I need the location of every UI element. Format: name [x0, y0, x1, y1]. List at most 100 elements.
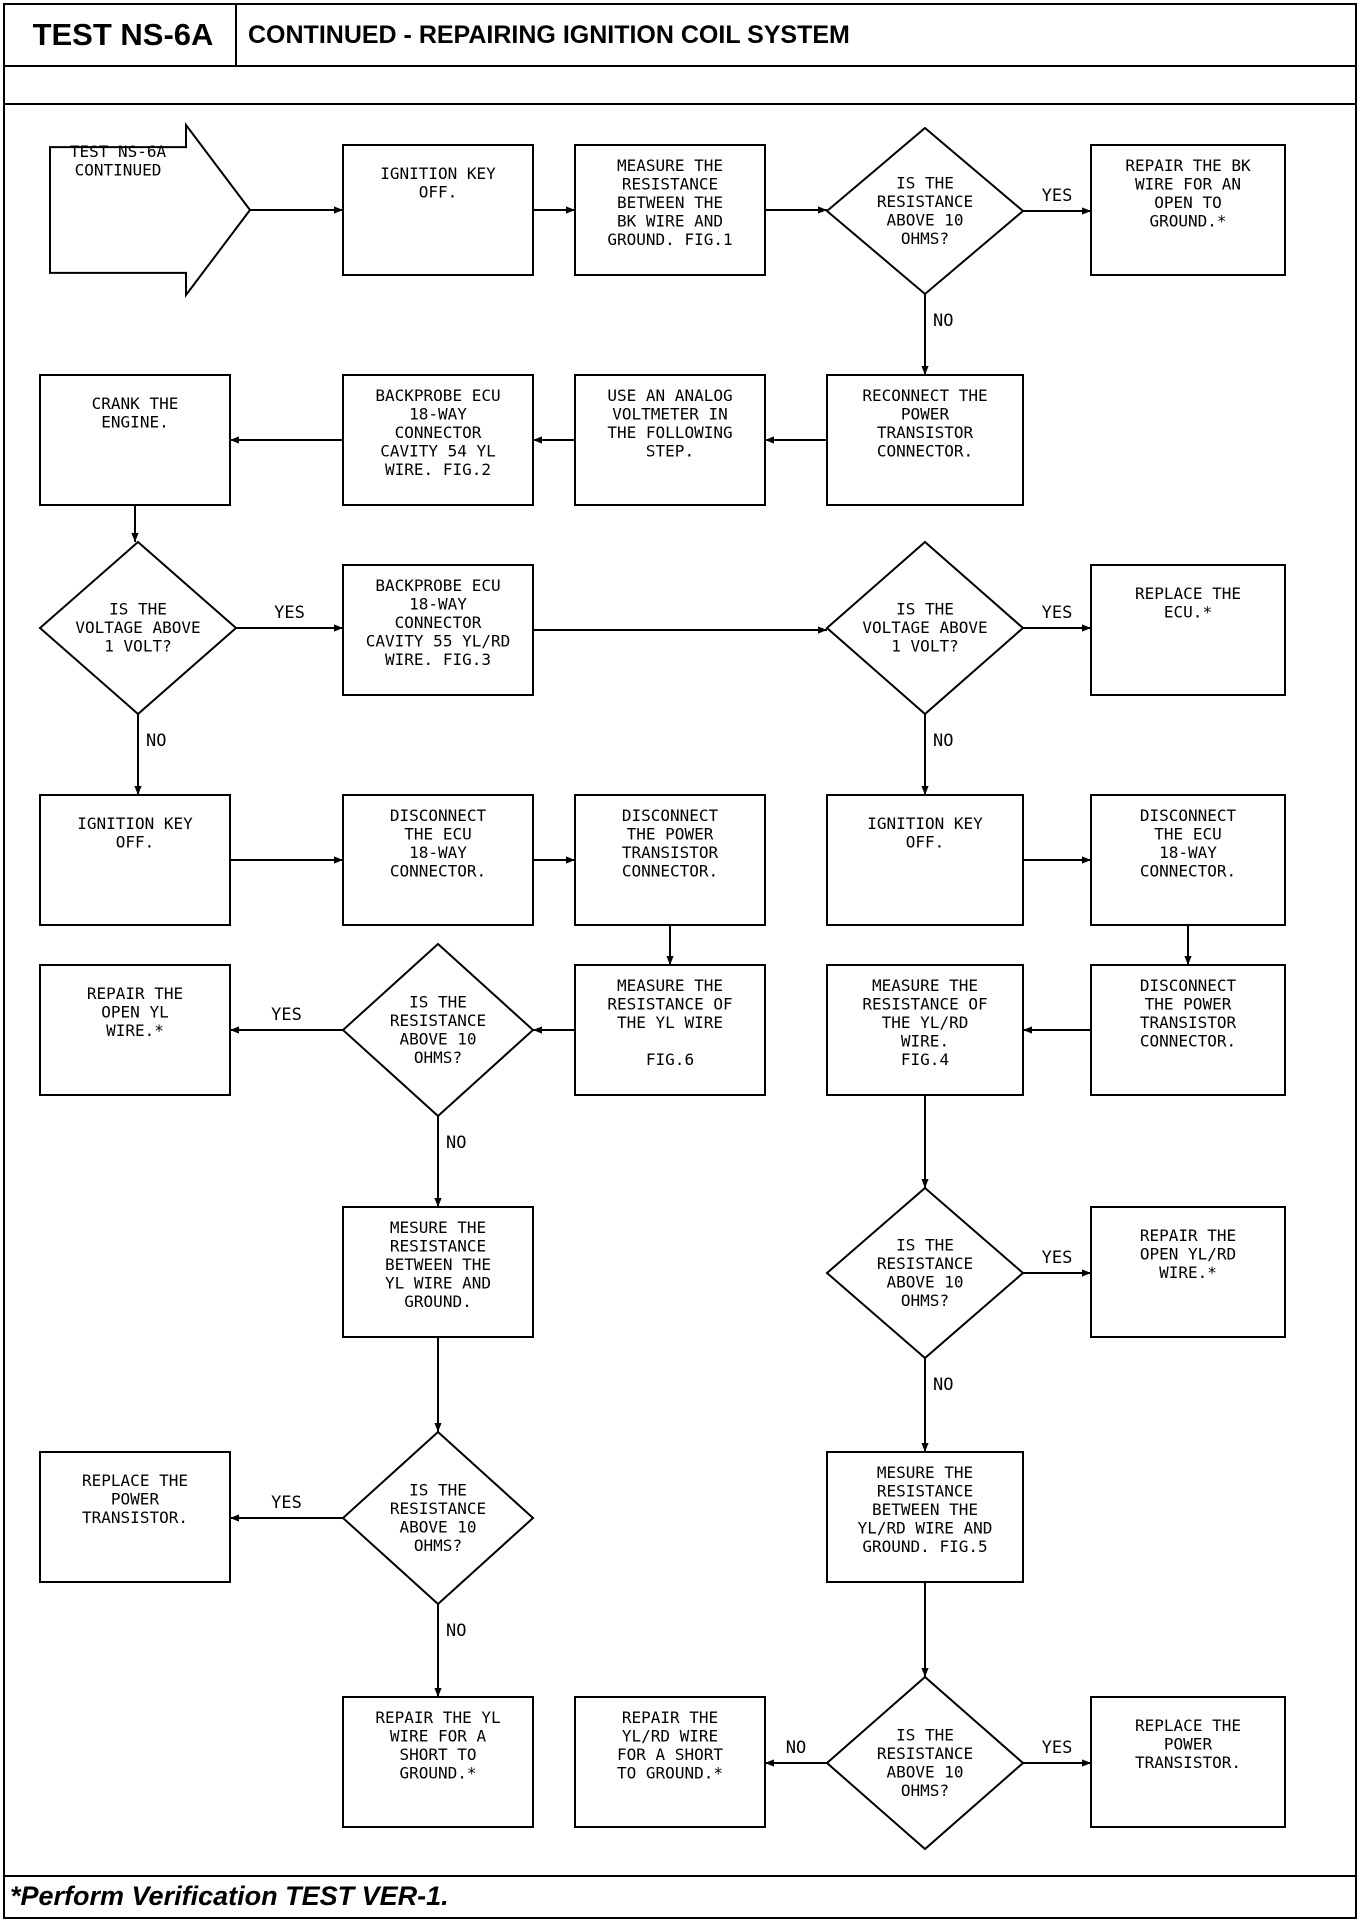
node-text-line: THE POWER: [627, 825, 714, 844]
node-text-line: CAVITY 54 YL: [380, 442, 496, 461]
node-text-line: TRANSISTOR.: [1135, 1753, 1241, 1772]
decision-diamond: [341, 942, 535, 1118]
node-text-line: OHMS?: [901, 229, 949, 248]
node-text-line: RESISTANCE OF: [607, 995, 732, 1014]
node-text-line: POWER: [111, 1490, 160, 1509]
node-text-line: BETWEEN THE: [385, 1255, 491, 1274]
edge-dec-bk-res-to-repair-bk: YES: [1023, 186, 1091, 215]
node-text-line: THE POWER: [1145, 995, 1232, 1014]
decision-diamond: [38, 540, 238, 716]
node-text-line: 18-WAY: [1159, 843, 1217, 862]
edge-label: YES: [1042, 1248, 1073, 1268]
node-text-line: ABOVE 10: [886, 210, 963, 229]
node-text-line: ECU.*: [1164, 603, 1212, 622]
process-box: [342, 1206, 534, 1338]
node-text-line: RESISTANCE: [877, 1744, 973, 1763]
node-text-line: OFF.: [906, 833, 945, 852]
process-box: [1090, 1206, 1286, 1338]
node-text-line: VOLTAGE ABOVE: [862, 618, 987, 637]
node-text-line: IGNITION KEY: [867, 814, 983, 833]
node-text-line: 18-WAY: [409, 405, 467, 424]
process-box: [39, 964, 231, 1096]
node-text-line: VOLTAGE ABOVE: [75, 618, 200, 637]
process-box: [826, 374, 1024, 506]
node-text-line: THE ECU: [404, 825, 471, 844]
process-box: [826, 964, 1024, 1096]
edge-dec-volt-2-to-key-off-3: NO: [921, 714, 953, 795]
node-text-line: CONNECTOR.: [390, 862, 486, 881]
node-text-line: MEASURE THE: [617, 156, 723, 175]
node-text-line: RESISTANCE: [390, 1237, 486, 1256]
node-text-line: ABOVE 10: [399, 1517, 476, 1536]
node-text-line: USE AN ANALOG: [607, 386, 732, 405]
node-text-line: IGNITION KEY: [380, 164, 496, 183]
node-text-line: RECONNECT THE: [862, 386, 987, 405]
node-text-line: CAVITY 55 YL/RD: [366, 632, 511, 651]
node-text-line: IS THE: [896, 600, 954, 619]
node-text-line: TRANSISTOR: [1140, 1013, 1237, 1032]
node-text-line: FIG.6: [646, 1050, 694, 1069]
node-text-line: CONTINUED: [75, 161, 162, 180]
node-text-line: TO GROUND.*: [617, 1764, 723, 1783]
node-text-line: WIRE FOR A: [390, 1727, 487, 1746]
edge-label: YES: [274, 603, 305, 623]
node-text-line: OHMS?: [901, 1781, 949, 1800]
node-text-line: IS THE: [409, 1480, 467, 1499]
process-box: [342, 1696, 534, 1828]
page-frame: [3, 3, 1357, 1919]
edge-label: YES: [271, 1493, 302, 1513]
node-text-line: TRANSISTOR.: [82, 1508, 188, 1527]
process-box: [39, 374, 231, 506]
node-text-line: RESISTANCE: [390, 1011, 486, 1030]
edge-dec-yl-open-to-repair-open-yl: YES: [230, 1005, 343, 1034]
node-text-line: RESISTANCE: [877, 192, 973, 211]
node-text-line: IS THE: [896, 1725, 954, 1744]
node-text-line: 18-WAY: [409, 595, 467, 614]
process-box: [574, 144, 766, 276]
edge-label: NO: [446, 1621, 466, 1641]
node-text-line: THE FOLLOWING: [607, 423, 732, 442]
decision-diamond: [825, 126, 1025, 296]
node-text-line: ABOVE 10: [886, 1272, 963, 1291]
node-text-line: WIRE. FIG.3: [385, 650, 491, 669]
node-text-line: WIRE.: [901, 1032, 949, 1051]
node-text-line: REPAIR THE: [622, 1708, 718, 1727]
node-text-line: ABOVE 10: [399, 1029, 476, 1048]
node-text-line: OFF.: [116, 833, 155, 852]
node-text-line: TRANSISTOR: [622, 843, 719, 862]
node-text-line: RESISTANCE: [390, 1499, 486, 1518]
node-text-line: STEP.: [646, 442, 694, 461]
process-box: [1090, 564, 1286, 696]
node-text-line: REPAIR THE BK: [1125, 156, 1251, 175]
decision-diamond: [825, 1186, 1025, 1360]
node-text-line: MESURE THE: [877, 1463, 973, 1482]
node-text-line: FIG.4: [901, 1050, 949, 1069]
node-text-line: OFF.: [419, 183, 458, 202]
node-text-line: CONNECTOR.: [877, 442, 973, 461]
node-text-line: WIRE.*: [106, 1021, 164, 1040]
node-text-line: CONNECTOR: [395, 613, 482, 632]
edge-label: YES: [1042, 603, 1073, 623]
process-box: [39, 794, 231, 926]
test-id-label: TEST NS-6A: [32, 17, 214, 52]
edge-label: NO: [933, 1375, 953, 1395]
edge-dec-yl-short-to-replace-pt-1: YES: [230, 1493, 343, 1522]
